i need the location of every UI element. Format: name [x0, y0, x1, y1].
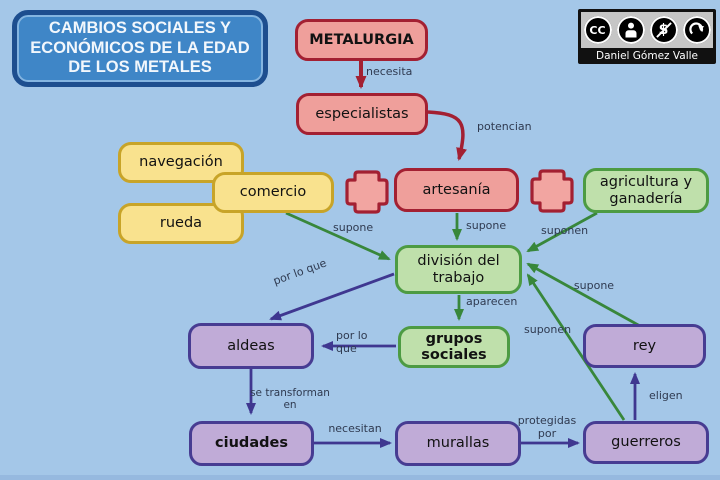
edge-label-supone-comercio: supone [333, 221, 374, 234]
edge-especialistas-artesania [427, 110, 467, 161]
edge-label-por-lo-que-grupos: por lo que [336, 329, 368, 355]
edge-label-supone-rey: supone [573, 279, 615, 292]
edge-label-aparecen: aparecen [466, 295, 518, 308]
plus-icon [345, 170, 389, 214]
node-metalurgia: METALURGIA [295, 19, 428, 61]
edge-label-supone-artesania: supone [466, 219, 507, 232]
edge-label-eligen: eligen [649, 389, 683, 402]
edge-label-protegidas-por: protegidas por [517, 414, 577, 440]
bottom-edge-strip [0, 475, 720, 480]
edge-label-suponen-guerreros: suponen [524, 323, 572, 336]
node-guerreros: guerreros [583, 421, 709, 464]
edge-guerreros-division [526, 273, 626, 421]
by-icon [616, 16, 645, 44]
node-murallas: murallas [395, 421, 521, 466]
node-rueda: rueda [118, 203, 244, 244]
edge-label-necesita: necesita [366, 65, 413, 78]
node-division-trabajo: división del trabajo [395, 245, 522, 294]
node-navegacion: navegación [118, 142, 244, 183]
edge-comercio-division [285, 211, 391, 261]
node-ciudades: ciudades [189, 421, 314, 466]
edge-label-suponen-agricultura: suponen [541, 224, 589, 237]
node-agricultura-ganaderia: agricultura y ganadería [583, 168, 709, 213]
author-name: Daniel Gómez Valle [595, 50, 698, 62]
node-especialistas: especialistas [296, 93, 428, 135]
edge-rey-division [526, 262, 641, 328]
plus-icon [530, 169, 574, 213]
edge-label-necesitan: necesitan [328, 422, 382, 435]
license-badge: CC $ Daniel Gómez Valle [578, 9, 716, 64]
edge-label-potencian: potencian [477, 120, 532, 133]
license-icons-row: CC $ [581, 12, 713, 48]
cc-icon: CC [583, 16, 612, 44]
edge-label-se-transforman-en: se transforman en [250, 387, 330, 412]
node-comercio: comercio [212, 172, 334, 213]
page-title: CAMBIOS SOCIALES Y ECONÓMICOS DE LA EDAD… [12, 10, 268, 87]
node-grupos-sociales: grupos sociales [398, 326, 510, 368]
node-artesania: artesanía [394, 168, 519, 212]
node-rey: rey [583, 324, 706, 368]
edge-division-aldeas [269, 272, 395, 321]
nc-icon: $ [649, 16, 678, 44]
edge-agricultura-division [526, 211, 598, 253]
node-aldeas: aldeas [188, 323, 314, 369]
sa-icon [682, 16, 711, 44]
